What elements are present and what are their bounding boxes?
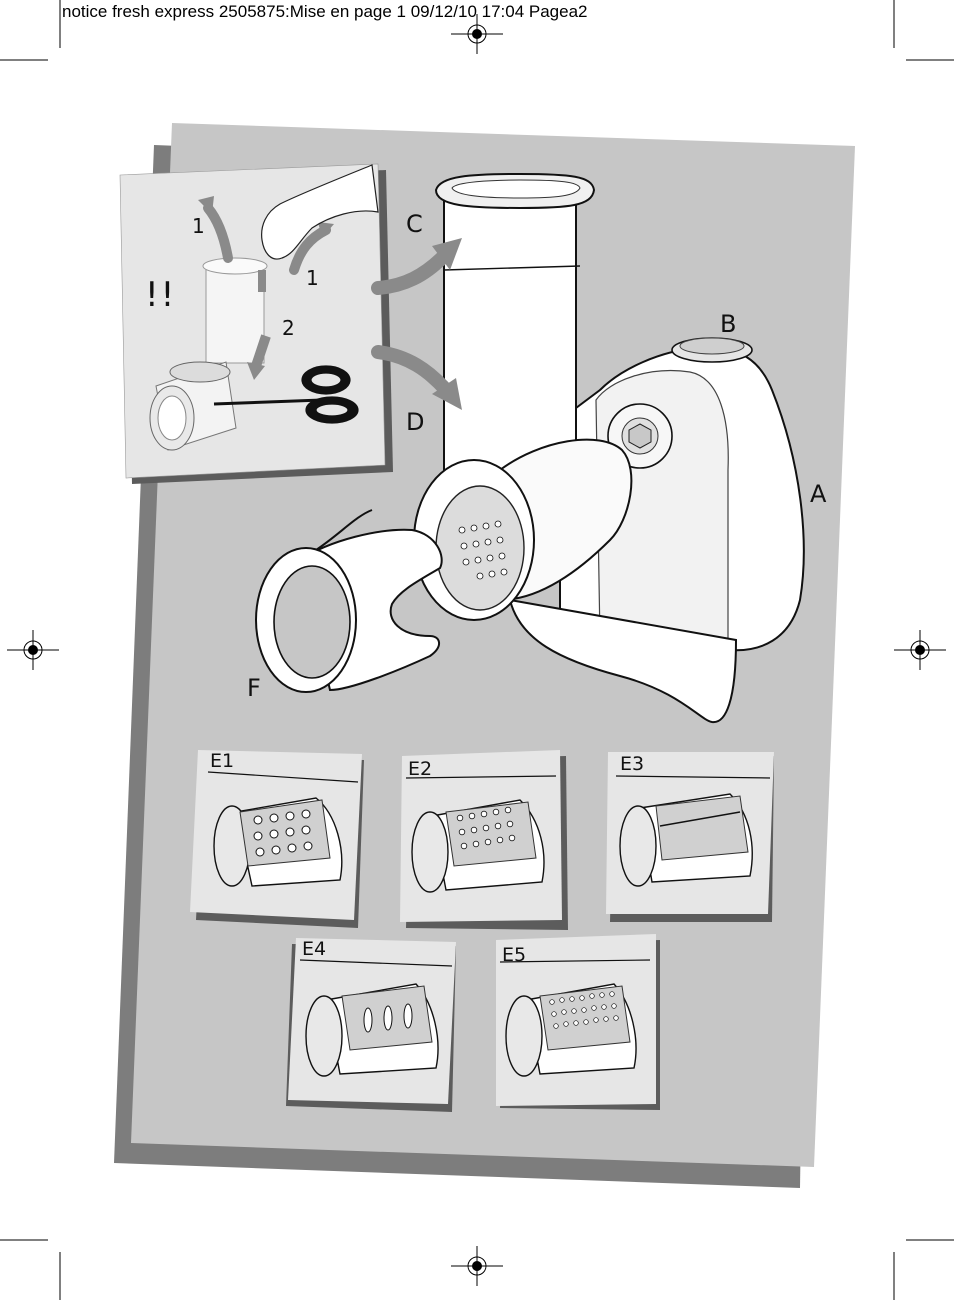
appliance-illustration bbox=[255, 172, 805, 724]
cone-label-E5: E5 bbox=[502, 944, 527, 966]
scissors-icon bbox=[213, 365, 359, 424]
step-2-label: 2 bbox=[282, 316, 295, 340]
registration-mark-icon bbox=[7, 14, 946, 1286]
cone-label-E1: E1 bbox=[210, 750, 235, 772]
cone-label-E3: E3 bbox=[620, 753, 645, 775]
arrow-icon bbox=[371, 249, 451, 295]
grater-holes bbox=[458, 520, 508, 580]
step-1b-label: 1 bbox=[306, 266, 319, 290]
part-label-B: B bbox=[720, 310, 737, 338]
hand-icon bbox=[261, 164, 379, 260]
part-label-F: F bbox=[247, 674, 261, 702]
part-label-D: D bbox=[406, 408, 425, 436]
cone-card-E1 bbox=[190, 750, 364, 928]
step-1a-label: 1 bbox=[192, 214, 205, 238]
part-label-C: C bbox=[406, 210, 423, 238]
cone-card-E4 bbox=[286, 938, 456, 1112]
cone-cards bbox=[190, 750, 774, 1112]
cone-card-E2 bbox=[400, 750, 568, 930]
cone-card-E3 bbox=[606, 752, 774, 922]
cone-label-E2: E2 bbox=[408, 758, 433, 780]
cone-card-E5 bbox=[496, 934, 660, 1110]
cone-label-E4: E4 bbox=[302, 938, 327, 960]
warning-label: !! bbox=[145, 275, 177, 315]
inset-card bbox=[119, 163, 393, 484]
part-label-A: A bbox=[810, 480, 827, 508]
print-header: notice fresh express 2505875:Mise en pag… bbox=[62, 2, 588, 21]
